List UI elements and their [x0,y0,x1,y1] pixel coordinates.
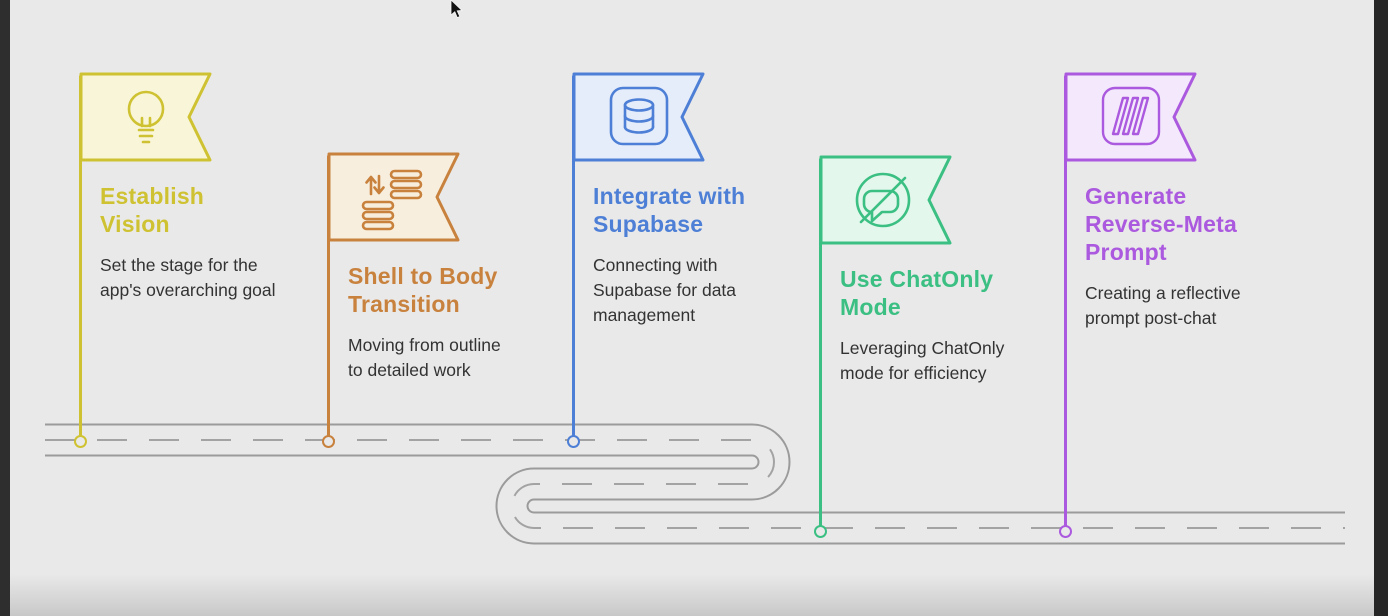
milestone-reverse-meta-prompt: Generate Reverse-Meta Prompt Creating a … [1058,72,1273,538]
letterbox-right [1374,0,1388,616]
flag-pole [78,75,82,443]
chat-slash-icon [855,172,910,228]
flag-pole [1063,75,1067,533]
milestone-title: Generate Reverse-Meta Prompt [1085,183,1237,266]
road-marker [73,435,87,448]
flag-pole [571,75,575,443]
flag-banner [572,72,704,162]
flag-banner [819,155,951,245]
letterbox-left [0,0,10,616]
road-marker [1058,525,1072,538]
milestone-description: Leveraging ChatOnly mode for efficiency [840,338,1005,383]
flag-banner [1064,72,1196,162]
milestone-title: Integrate with Supabase [593,183,746,238]
milestone-chatonly-mode: Use ChatOnly Mode Leveraging ChatOnly mo… [813,155,1022,538]
milestone-description: Moving from outline to detailed work [348,335,501,380]
road-marker [813,525,827,538]
milestone-shell-to-body: Shell to Body Transition Moving from out… [321,152,520,448]
database-icon [609,86,668,146]
miro-layers-icon [1101,86,1160,146]
milestone-description: Connecting with Supabase for data manage… [593,255,737,325]
milestone-integrate-supabase: Integrate with Supabase Connecting with … [566,72,778,448]
milestone-title: Shell to Body Transition [348,263,498,318]
milestone-description: Creating a reflective prompt post-chat [1085,283,1241,328]
milestone-title: Establish Vision [100,183,205,238]
flag-pole [818,158,822,533]
milestone-title: Use ChatOnly Mode [840,266,994,321]
lightbulb-icon [127,90,164,144]
milestone-description: Set the stage for the app's overarching … [100,255,276,300]
milestone-establish-vision: Establish Vision Set the stage for the a… [73,72,278,448]
road-marker [566,435,580,448]
sync-databases-icon [361,169,422,231]
road-marker [321,435,335,448]
flag-pole [326,155,330,443]
flag-banner [327,152,459,242]
flag-banner [79,72,211,162]
